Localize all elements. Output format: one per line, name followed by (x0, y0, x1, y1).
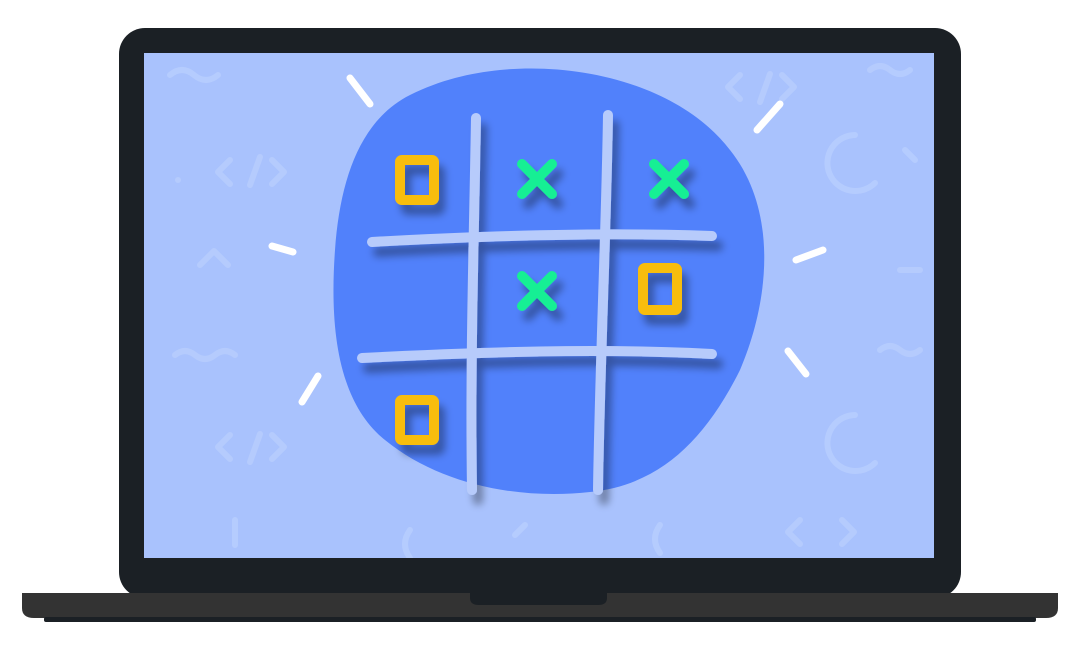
o-mark-icon (395, 155, 439, 205)
x-mark-icon (517, 159, 557, 199)
laptop-base (22, 593, 1058, 618)
laptop-notch (470, 593, 607, 605)
board-grid (357, 110, 717, 495)
o-mark-icon (638, 263, 682, 315)
x-mark-icon (649, 159, 689, 199)
x-mark-icon (517, 271, 557, 311)
sparkle-icon (268, 74, 827, 406)
o-mark-icon (395, 395, 439, 445)
background-doodles (167, 63, 923, 558)
laptop-base-foot (44, 617, 1036, 622)
